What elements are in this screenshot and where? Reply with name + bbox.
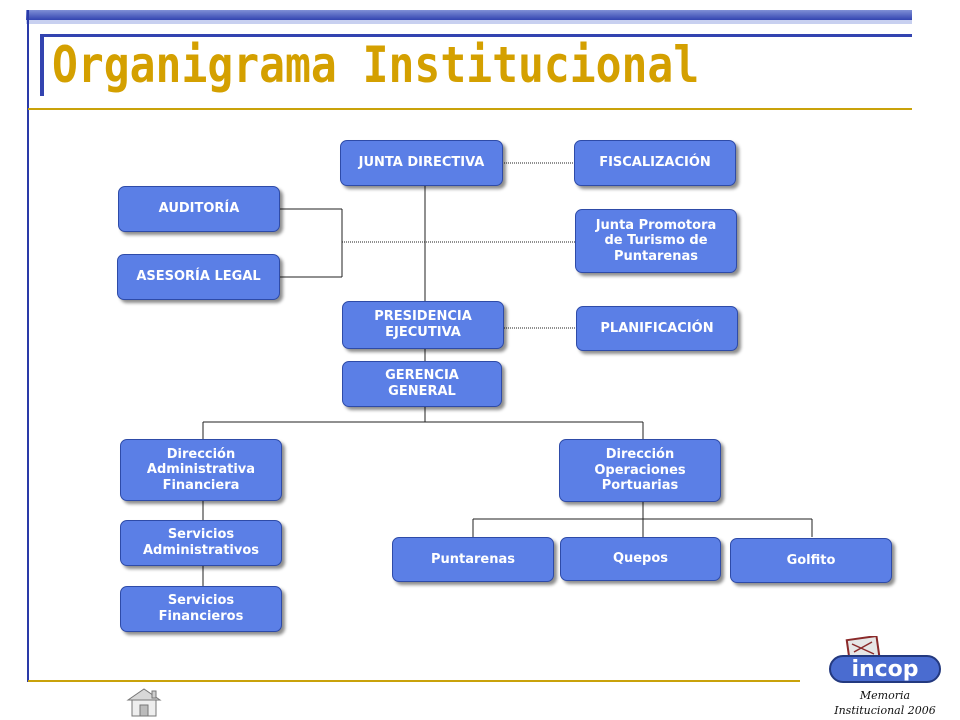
box-label: Dirección Operaciones Portuarias: [594, 447, 686, 494]
caption-line-1: Memoria: [859, 689, 911, 702]
caption-line-2: Institucional 2006: [834, 704, 936, 717]
title-accent-bar: [40, 34, 44, 96]
box-label: PRESIDENCIA EJECUTIVA: [374, 309, 472, 340]
incop-logo: incop: [829, 636, 941, 683]
box-auditoria: AUDITORÍA: [118, 186, 280, 232]
title-underline: [28, 108, 912, 110]
box-label: AUDITORÍA: [158, 201, 240, 217]
box-label: ASESORÍA LEGAL: [136, 269, 261, 285]
title-accent-line: [40, 34, 912, 37]
box-label: PLANIFICACIÓN: [600, 320, 714, 336]
box-golfito: Golfito: [730, 538, 892, 583]
box-label: FISCALIZACIÓN: [599, 155, 711, 171]
box-direccion-administrativa: Dirección Administrativa Financiera: [120, 439, 282, 501]
box-quepos: Quepos: [560, 537, 721, 581]
top-band: [26, 10, 912, 20]
home-icon[interactable]: [124, 686, 164, 718]
caption: Memoria Institucional 2006: [820, 688, 950, 718]
box-servicios-financieros: Servicios Financieros: [120, 586, 282, 632]
box-label: Golfito: [786, 552, 836, 568]
box-label: Puntarenas: [430, 551, 516, 567]
box-presidencia-ejecutiva: PRESIDENCIA EJECUTIVA: [342, 301, 504, 349]
logo-text: incop: [851, 657, 918, 682]
box-servicios-administrativos: Servicios Administrativos: [120, 520, 282, 566]
box-direccion-operaciones: Dirección Operaciones Portuarias: [559, 439, 721, 502]
box-label: Junta Promotora de Turismo de Puntarenas: [595, 217, 717, 264]
left-rule: [27, 10, 29, 682]
box-label: JUNTA DIRECTIVA: [358, 155, 485, 171]
footer-rule: [28, 680, 800, 682]
box-label: Dirección Administrativa Financiera: [146, 446, 256, 493]
box-fiscalizacion: FISCALIZACIÓN: [574, 140, 736, 186]
box-junta-directiva: JUNTA DIRECTIVA: [340, 140, 503, 186]
box-gerencia-general: GERENCIA GENERAL: [342, 361, 502, 407]
box-label: Servicios Financieros: [158, 593, 244, 624]
box-label: Servicios Administrativos: [142, 527, 260, 558]
box-planificacion: PLANIFICACIÓN: [576, 306, 738, 351]
box-puntarenas: Puntarenas: [392, 537, 554, 582]
top-band-fade: [26, 20, 912, 24]
box-junta-promotora: Junta Promotora de Turismo de Puntarenas: [575, 209, 737, 273]
box-label: GERENCIA GENERAL: [385, 368, 459, 399]
page-title: Organigrama Institucional: [52, 36, 700, 94]
box-asesoria-legal: ASESORÍA LEGAL: [117, 254, 280, 300]
box-label: Quepos: [612, 551, 669, 567]
